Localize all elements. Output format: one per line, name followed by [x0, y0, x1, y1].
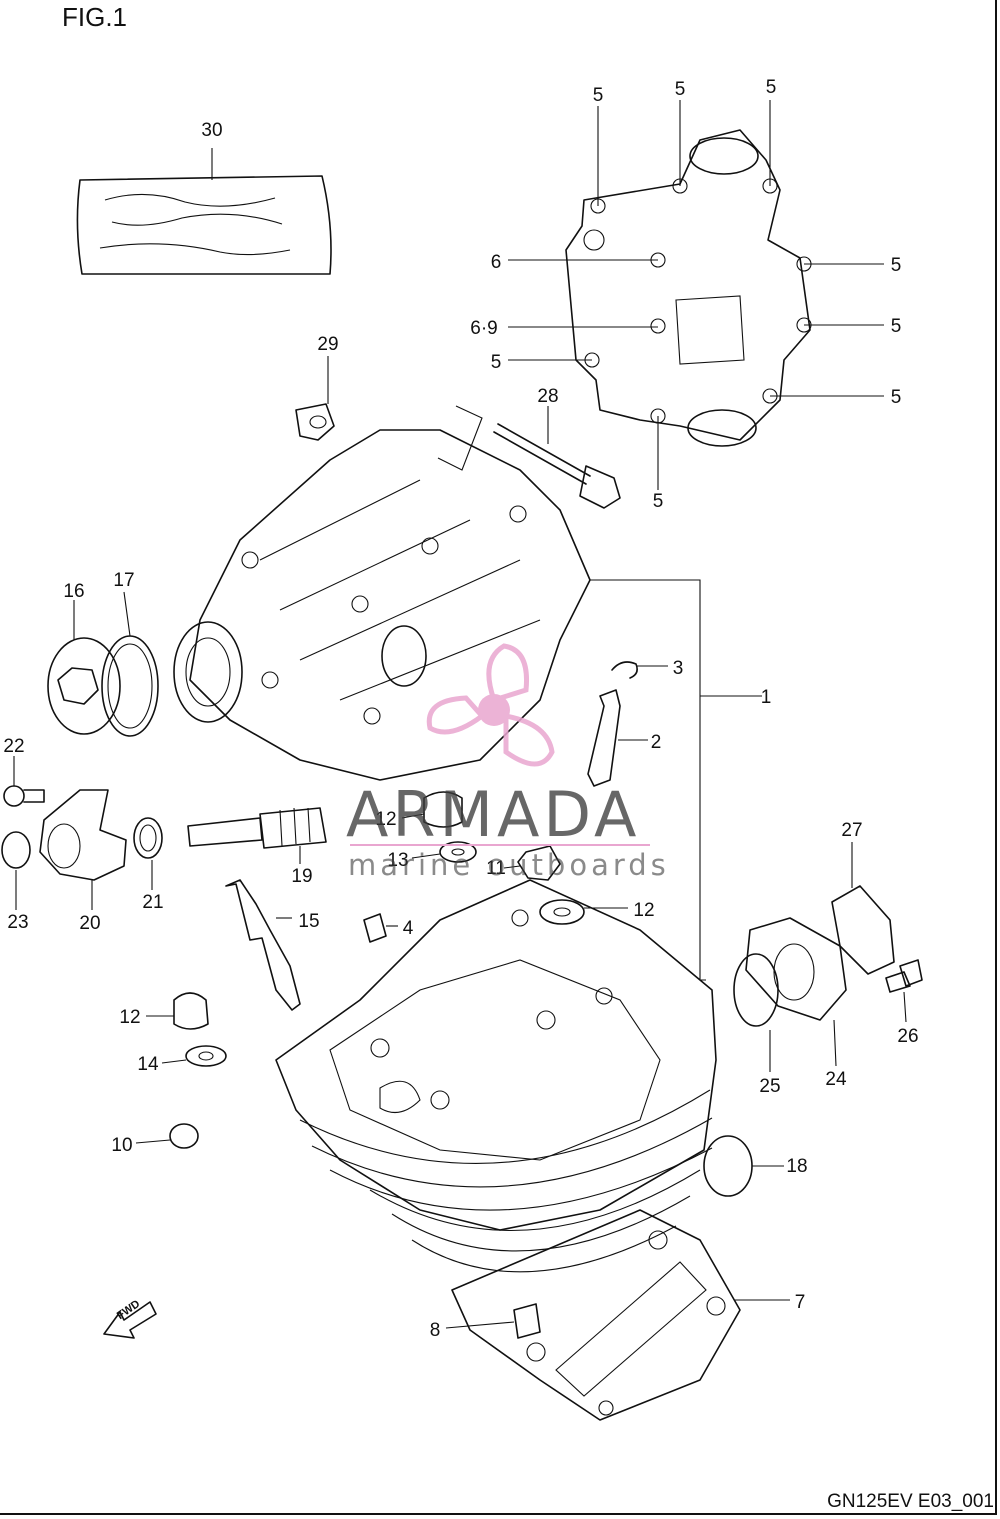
fwd-arrow-icon — [103, 1301, 157, 1339]
part-23-plug — [1, 831, 31, 869]
armada-propeller-logo — [426, 643, 555, 767]
part-14-washer-lower — [185, 1045, 227, 1067]
part-17-o-ring — [101, 635, 159, 737]
callout-5c: 5 — [766, 77, 777, 98]
callout-5g: 5 — [891, 387, 902, 408]
callout-21: 21 — [142, 892, 163, 913]
head-cover-gasket — [565, 129, 812, 447]
callout-22: 22 — [3, 736, 24, 757]
part-10-plug — [169, 1123, 199, 1149]
callout-15: 15 — [298, 911, 319, 932]
callout-23: 23 — [7, 912, 28, 933]
part-30-sealant-pack — [76, 175, 332, 275]
callout-5a: 5 — [593, 85, 604, 106]
part-13-washer — [539, 899, 585, 925]
callout-3: 3 — [673, 658, 684, 679]
callout-26: 26 — [897, 1026, 918, 1047]
part-27-clamp — [831, 885, 895, 975]
part-2-valve-guide — [587, 689, 621, 787]
part-3-circlip — [611, 661, 638, 679]
cylinder-head — [275, 879, 717, 1273]
callout-6: 6 — [491, 252, 502, 273]
part-24-intake-pipe — [745, 917, 847, 1021]
callout-5e: 5 — [891, 255, 902, 276]
callout-14-lower: 14 — [137, 1054, 159, 1075]
part-29-cap-nut — [295, 403, 335, 441]
part-19-tacho-gear — [187, 807, 327, 849]
callout-5h: 5 — [653, 491, 664, 512]
part-14-washer-upper — [439, 841, 477, 863]
part-22-screw — [3, 785, 45, 807]
part-20-tacho-housing — [39, 789, 127, 881]
drawing-code: GN125EV E03_001 — [827, 1491, 994, 1512]
leader-lines — [13, 100, 907, 1329]
callout-14-upper: 13 — [387, 850, 408, 871]
callout-4: 4 — [403, 918, 414, 939]
callout-16: 16 — [63, 581, 84, 602]
callout-12-upper: 12 — [375, 809, 396, 830]
figure-title: FIG.1 — [62, 2, 128, 32]
part-21-seal — [133, 817, 163, 859]
part-28-bolt — [493, 423, 621, 509]
watermark-tagline: marine outboards — [348, 848, 670, 882]
callout-2: 2 — [651, 732, 662, 753]
part-1-group-bracket — [590, 579, 762, 981]
callout-1: 1 — [761, 687, 772, 708]
callout-27: 27 — [841, 820, 862, 841]
part-25-o-ring — [733, 953, 779, 1027]
part-15-spark-plug — [225, 879, 301, 1011]
callout-11: 11 — [486, 858, 506, 879]
part-16-plug — [47, 637, 121, 735]
callout-20: 20 — [79, 913, 100, 934]
callout-18: 18 — [786, 1156, 807, 1177]
callout-5b: 5 — [675, 79, 686, 100]
callout-30: 30 — [201, 120, 222, 141]
callout-17: 17 — [113, 570, 134, 591]
callout-10: 10 — [111, 1135, 132, 1156]
watermark-brand: ARMADA — [346, 778, 641, 851]
callout-8: 8 — [430, 1320, 441, 1341]
part-18-plug — [703, 1135, 753, 1197]
callout-13: 12 — [633, 900, 654, 921]
part-26-bolt — [885, 959, 923, 993]
callout-25: 25 — [759, 1076, 780, 1097]
callout-7: 7 — [795, 1292, 806, 1313]
part-12-cap-lower — [173, 992, 209, 1030]
callout-28: 28 — [537, 386, 558, 407]
callout-19: 19 — [291, 866, 312, 887]
callout-12-lower: 12 — [119, 1007, 140, 1028]
callout-labels: 30 29 28 5 5 5 6 6·9 5 5 5 5 5 3 1 2 16 … — [3, 77, 918, 1341]
callout-5f: 5 — [891, 316, 902, 337]
callout-29: 29 — [317, 334, 338, 355]
callout-24: 24 — [825, 1069, 847, 1090]
cylinder-head-cover — [173, 405, 591, 781]
part-4-dowel — [363, 913, 387, 943]
callout-6-9: 6·9 — [470, 318, 497, 339]
part-7-cylinder-gasket — [451, 1209, 741, 1421]
part-12-cap-upper — [423, 791, 463, 828]
part-8-dowel-pin — [513, 1303, 541, 1339]
callout-5d: 5 — [491, 352, 502, 373]
